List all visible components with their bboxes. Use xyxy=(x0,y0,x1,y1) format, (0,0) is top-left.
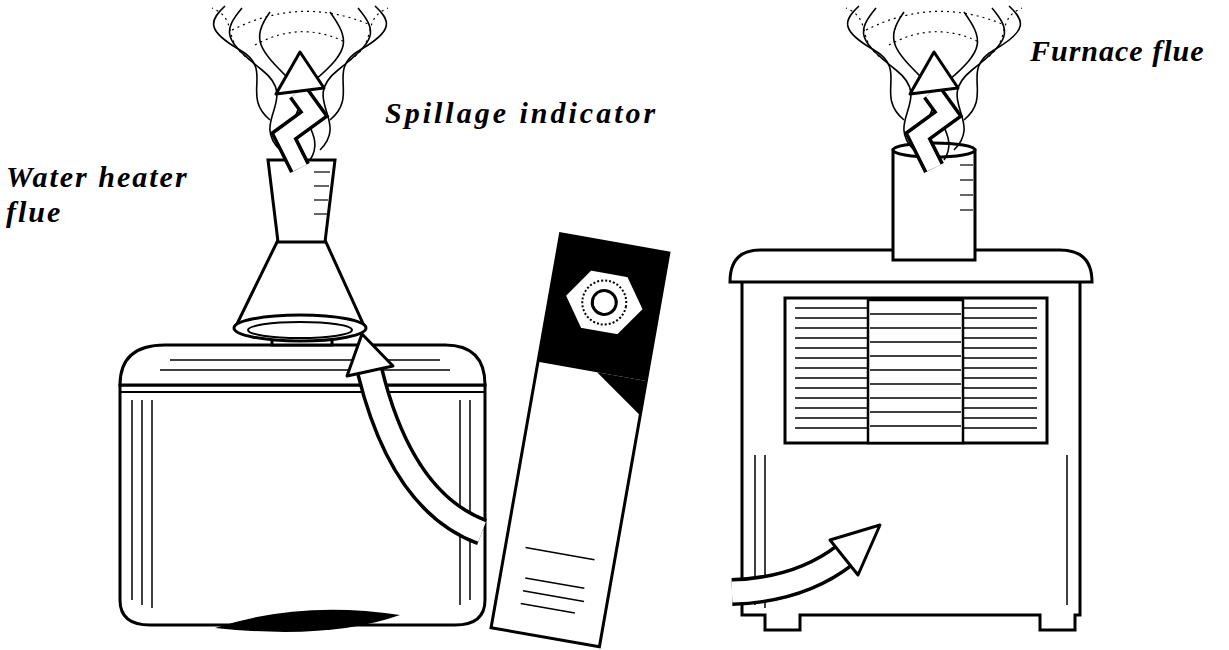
figure-label: Water heater flue xyxy=(6,160,211,229)
smoke xyxy=(212,6,388,168)
water-heater xyxy=(120,160,485,632)
spillage-indicator-card xyxy=(491,234,669,647)
figure-label: Furnace flue xyxy=(1030,34,1205,69)
figure-label: Spillage indicator xyxy=(385,96,658,131)
furnace xyxy=(730,143,1092,630)
smoke xyxy=(846,6,1022,168)
